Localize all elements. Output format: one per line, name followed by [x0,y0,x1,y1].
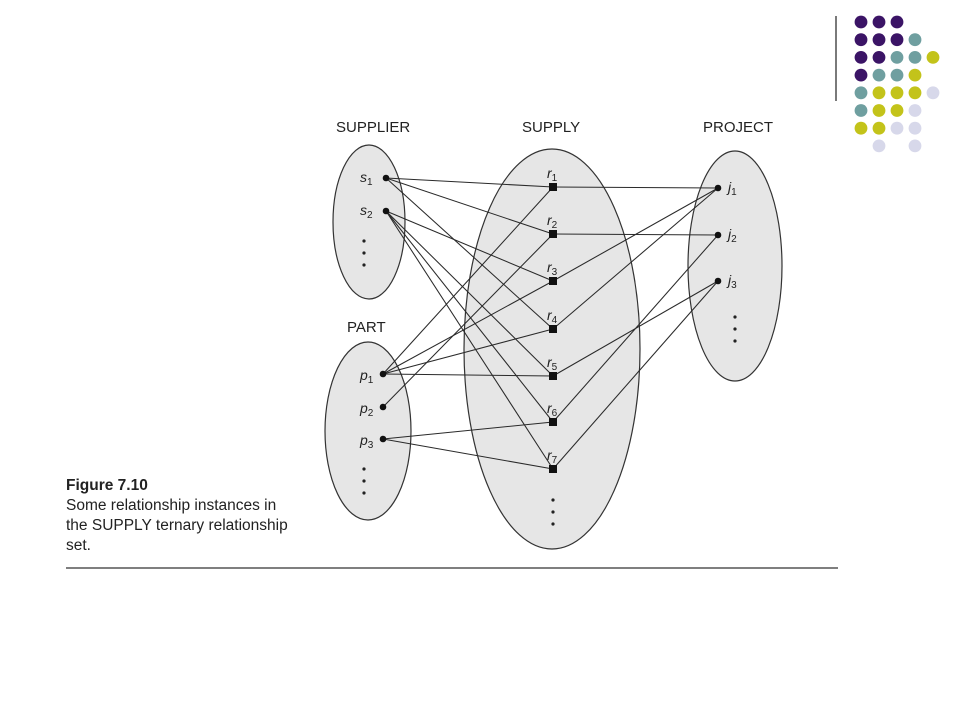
decor-dot [908,68,922,82]
edge-r4-p1 [382,328,554,375]
decor-dot [890,68,904,82]
entity-nodes [379,174,722,473]
decor-dot [854,86,868,100]
decor-dot [890,33,904,47]
supplier-set-ellipse [332,144,406,300]
edge-r6-s2 [385,210,554,423]
relationship-node-r2 [549,230,557,238]
decor-dot [854,121,868,135]
node-label-r1: r1 [547,165,558,184]
decor-dot [854,15,868,29]
figure-caption: Figure 7.10 Some relationship instances … [66,476,296,556]
decor-dot [890,104,904,117]
edge-r7-s2 [385,210,554,470]
node-label-s1: s1 [360,169,373,188]
node-label-j3: j3 [726,272,737,291]
decor-dot [926,51,940,64]
relationship-node-r6 [549,418,557,426]
edge-r6-j2 [552,234,719,423]
decorative-dot-grid [854,15,940,153]
part-set-label: PART [347,319,386,336]
figure-number: Figure 7.10 [66,477,148,494]
edge-r2-s1 [385,177,554,235]
edge-r4-s1 [385,177,554,330]
node-label-s2: s2 [360,202,373,221]
edge-r2-p2 [382,233,554,408]
edge-r7-j3 [552,280,719,470]
relationship-node-r7 [549,465,557,473]
relationship-node-r1 [549,183,557,191]
edge-r3-p1 [382,280,554,375]
decor-dot [890,86,904,100]
decor-dot [872,121,886,135]
entity-node-j3 [714,277,722,285]
entity-labels: s1 s2 p1 p2 p3 r1 r2 r3 r4 r5 r6 r7 j1 j2 j3 [359,165,737,466]
node-label-p1: p1 [359,367,374,386]
edge-r1-s1 [385,177,554,188]
decor-dot [872,104,886,117]
decor-dot [908,121,922,135]
project-set-ellipse [687,150,783,382]
relationship-node-r5 [549,372,557,380]
supplier-set-label: SUPPLIER [336,119,410,136]
decor-dot [872,51,886,64]
supply-set-label: SUPPLY [522,119,580,136]
decor-dot [908,33,922,47]
node-label-p3: p3 [359,432,374,451]
node-label-r5: r5 [547,354,558,373]
decor-dot [872,139,886,153]
project-more-dots [733,315,737,343]
decor-dot [872,33,886,47]
node-label-r4: r4 [547,307,558,326]
edge-r4-j1 [552,187,719,330]
entity-node-s1 [382,174,390,182]
entity-node-p1 [379,370,387,378]
decor-dot [872,86,886,100]
relationship-node-r3 [549,277,557,285]
edge-r1-j1 [552,186,719,189]
edge-r5-s2 [385,210,554,377]
project-set-label: PROJECT [703,119,773,136]
edge-r3-j1 [552,187,719,282]
node-label-r6: r6 [547,400,558,419]
decor-dot [890,121,904,135]
relationship-node-r4 [549,325,557,333]
figure-caption-text: Some relationship instances in the SUPPL… [66,497,288,554]
node-label-r2: r2 [547,212,558,231]
edge-r1-p1 [382,186,554,375]
entity-node-j2 [714,231,722,239]
decor-dot [908,139,922,153]
part-set-ellipse [324,341,412,521]
decor-dot [872,15,886,29]
edge-r3-s2 [385,210,554,282]
decor-dot [854,33,868,47]
edge-r7-p3 [382,438,554,470]
node-label-r3: r3 [547,259,558,278]
node-label-r7: r7 [547,447,558,466]
decor-dot [854,68,868,82]
edge-r5-p1 [382,373,554,377]
decor-dot [890,51,904,64]
entity-node-s2 [382,207,390,215]
entity-node-p3 [379,435,387,443]
decor-dot [872,68,886,82]
supply-more-dots [551,498,555,526]
decor-dot [908,51,922,64]
entity-node-p2 [379,403,387,411]
decor-dot [890,15,904,29]
relationship-lines [382,177,719,470]
node-label-j1: j1 [726,179,737,198]
decor-dot [926,86,940,100]
decor-dot [908,86,922,100]
node-label-p2: p2 [359,400,374,419]
decor-dot [908,104,922,117]
supply-set-ellipse [463,148,641,550]
part-more-dots [362,467,366,495]
decor-dot [854,51,868,64]
entity-node-j1 [714,184,722,192]
supplier-more-dots [362,239,366,267]
decor-dot [854,104,868,117]
node-label-j2: j2 [726,226,737,245]
